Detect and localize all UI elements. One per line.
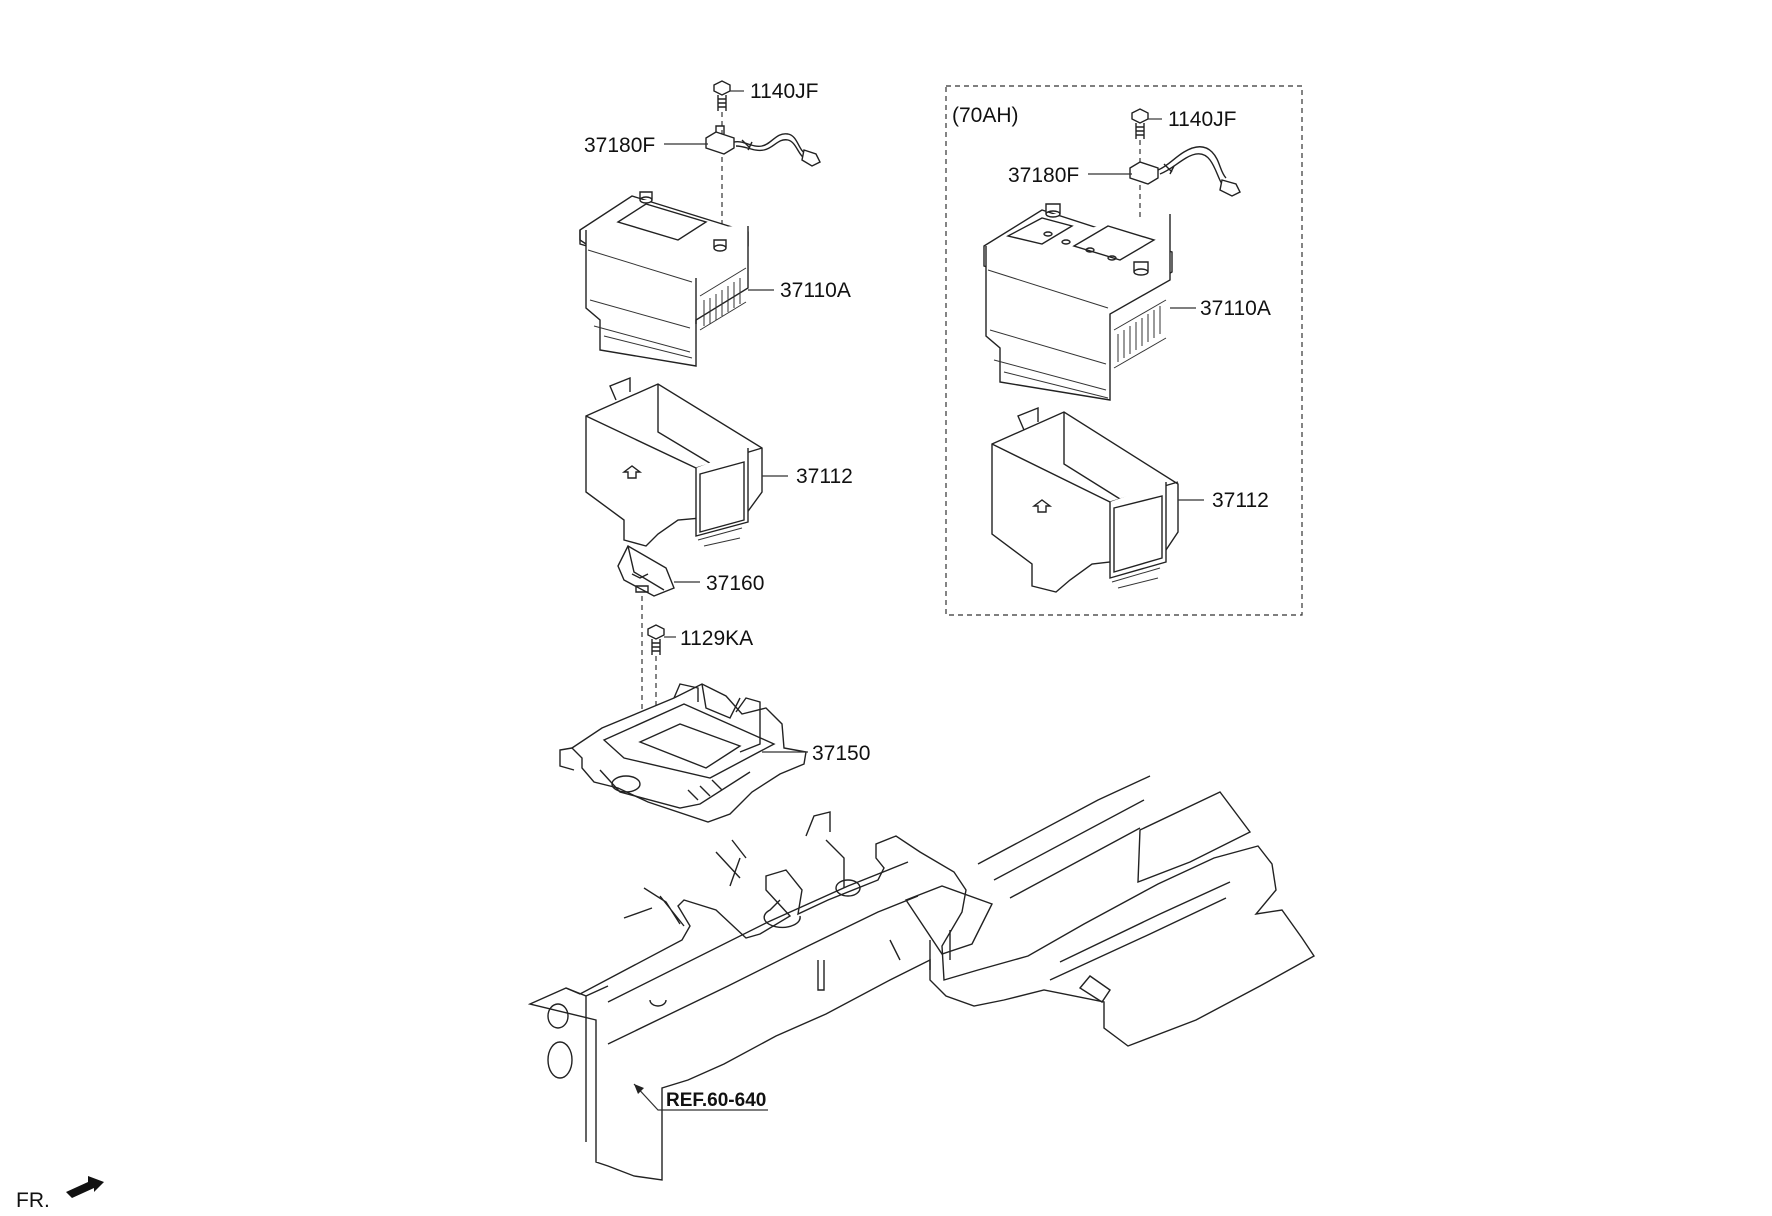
label-cable-37180f-variant: 37180F	[1008, 164, 1079, 187]
label-battery-37110a-variant: 37110A	[1200, 297, 1271, 320]
label-cable-37180f: 37180F	[584, 134, 655, 157]
label-clamp-37160: 37160	[706, 572, 764, 595]
bolt-1129ka-icon[interactable]	[647, 624, 665, 655]
battery-clamp-icon[interactable]	[617, 545, 675, 597]
battery-tray-cover-variant-icon[interactable]	[991, 406, 1179, 593]
battery-icon[interactable]	[579, 191, 749, 367]
label-battery-37110a: 37110A	[780, 279, 851, 302]
body-floor-panel-icon	[527, 775, 1316, 1181]
bolt-1140jf-icon[interactable]	[713, 80, 731, 111]
direction-label: FR.	[16, 1189, 50, 1211]
ref-leader	[633, 1083, 768, 1111]
reference-label: REF.60-640	[666, 1090, 766, 1111]
label-tray-cover-37112: 37112	[796, 465, 853, 488]
battery-tray-icon[interactable]	[559, 683, 807, 823]
label-bolt-1129ka: 1129KA	[680, 627, 753, 650]
battery-tray-cover-icon[interactable]	[585, 376, 763, 547]
label-tray-cover-37112-variant: 37112	[1212, 489, 1269, 512]
front-direction-arrow-icon	[66, 1176, 104, 1198]
battery-variant-icon[interactable]	[983, 203, 1173, 401]
label-tray-37150: 37150	[812, 742, 870, 765]
battery-cable-variant-icon[interactable]	[1129, 146, 1241, 197]
battery-cable-icon[interactable]	[705, 125, 821, 167]
variant-label: (70AH)	[952, 104, 1019, 127]
bolt-1140jf-variant-icon[interactable]	[1131, 108, 1149, 139]
label-bolt-1140jf: 1140JF	[750, 80, 819, 103]
label-bolt-1140jf-variant: 1140JF	[1168, 108, 1237, 131]
variant-box	[945, 85, 1303, 616]
ref-arrow-icon	[634, 1084, 644, 1094]
